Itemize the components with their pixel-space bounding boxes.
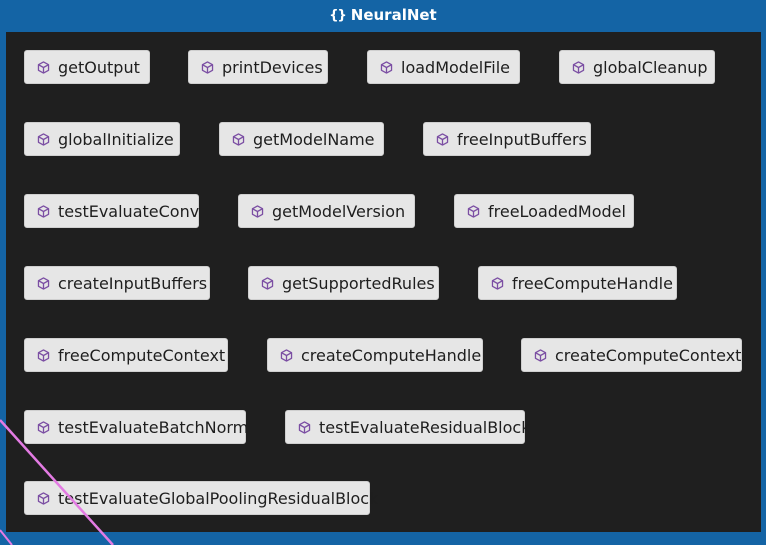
method-label: createComputeContext xyxy=(555,345,742,365)
method-node[interactable]: testEvaluateGlobalPoolingResidualBlock xyxy=(24,481,378,515)
container-title: NeuralNet xyxy=(350,6,437,24)
method-label: freeInputBuffers xyxy=(457,129,587,149)
cube-icon xyxy=(37,60,50,74)
cube-icon xyxy=(491,276,504,290)
method-label: freeComputeContext xyxy=(58,345,226,365)
method-label: globalCleanup xyxy=(593,57,708,77)
method-label: globalInitialize xyxy=(58,129,174,149)
method-label: testEvaluateBatchNorm xyxy=(58,417,249,437)
namespace-braces-icon: {} xyxy=(329,7,346,23)
cube-icon xyxy=(436,132,449,146)
cube-icon xyxy=(37,276,50,290)
method-label: getModelName xyxy=(253,129,375,149)
method-node[interactable]: testEvaluateConv xyxy=(24,194,199,228)
method-node[interactable]: freeLoadedModel xyxy=(454,194,634,228)
method-node[interactable]: createComputeHandle xyxy=(267,338,483,372)
method-node[interactable]: freeComputeContext xyxy=(24,338,228,372)
cube-icon xyxy=(467,204,480,218)
method-node[interactable]: createInputBuffers xyxy=(24,266,210,300)
cube-icon xyxy=(380,60,393,74)
cube-icon xyxy=(37,132,50,146)
method-node[interactable]: freeComputeHandle xyxy=(478,266,677,300)
method-label: freeLoadedModel xyxy=(488,201,626,221)
method-node[interactable]: testEvaluateResidualBlock xyxy=(285,410,530,444)
method-label: testEvaluateConv xyxy=(58,201,200,221)
cube-icon xyxy=(534,348,547,362)
method-label: createInputBuffers xyxy=(58,273,208,293)
method-node[interactable]: getModelName xyxy=(219,122,384,156)
method-node[interactable]: getModelVersion xyxy=(238,194,415,228)
method-node[interactable]: createComputeContext xyxy=(521,338,742,372)
method-label: printDevices xyxy=(222,57,323,77)
method-node[interactable]: getSupportedRules xyxy=(248,266,439,300)
method-node[interactable]: loadModelFile xyxy=(367,50,520,84)
cube-icon xyxy=(261,276,274,290)
cube-icon xyxy=(37,348,50,362)
cube-icon xyxy=(37,204,50,218)
cube-icon xyxy=(201,60,214,74)
method-node[interactable]: globalCleanup xyxy=(559,50,715,84)
cube-icon xyxy=(298,420,311,434)
method-node[interactable]: testEvaluateBatchNorm xyxy=(24,410,249,444)
cube-icon xyxy=(232,132,245,146)
method-node[interactable]: getOutput xyxy=(24,50,150,84)
cube-icon xyxy=(251,204,264,218)
cube-icon xyxy=(572,60,585,74)
method-label: testEvaluateGlobalPoolingResidualBlock xyxy=(58,488,379,508)
method-label: createComputeHandle xyxy=(301,345,482,365)
method-node[interactable]: globalInitialize xyxy=(24,122,180,156)
cube-icon xyxy=(37,420,50,434)
method-label: getOutput xyxy=(58,57,140,77)
method-node[interactable]: printDevices xyxy=(188,50,328,84)
method-label: getSupportedRules xyxy=(282,273,435,293)
method-node[interactable]: freeInputBuffers xyxy=(423,122,591,156)
cube-icon xyxy=(280,348,293,362)
method-label: getModelVersion xyxy=(272,201,406,221)
method-label: freeComputeHandle xyxy=(512,273,673,293)
cube-icon xyxy=(37,491,50,505)
container-header[interactable]: {} NeuralNet xyxy=(0,0,766,30)
method-label: loadModelFile xyxy=(401,57,511,77)
method-label: testEvaluateResidualBlock xyxy=(319,417,531,437)
